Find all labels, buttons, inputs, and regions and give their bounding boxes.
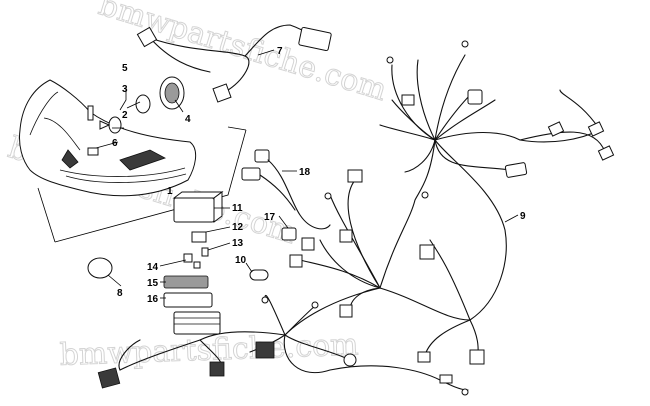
callout-1: 1 xyxy=(167,186,173,197)
headlight-dust-cover xyxy=(159,76,185,110)
fuse-block-cover-15 xyxy=(163,275,209,289)
bulb-socket-5 xyxy=(87,105,94,121)
callout-13: 13 xyxy=(232,238,244,249)
ring-8 xyxy=(87,257,113,279)
headlight-bulb xyxy=(99,116,122,134)
callout-5: 5 xyxy=(122,63,128,74)
relay-11 xyxy=(172,191,224,223)
harness-connectors xyxy=(97,40,615,396)
leader-lines xyxy=(95,49,519,299)
fuse-14 xyxy=(183,253,201,269)
small-harness-18 xyxy=(259,159,331,230)
connector-10 xyxy=(249,269,269,281)
relay-12 xyxy=(191,231,207,243)
callout-15: 15 xyxy=(147,278,159,289)
callout-7: 7 xyxy=(277,46,283,57)
fuse-block-16 xyxy=(163,292,221,335)
headlight-housing xyxy=(19,79,197,197)
side-marker-bulb xyxy=(87,147,99,156)
callouts: 1 2 3 4 5 6 7 8 9 10 11 12 13 14 15 16 1… xyxy=(112,46,526,305)
callout-10: 10 xyxy=(235,255,247,266)
callout-6: 6 xyxy=(112,138,118,149)
fuse-13 xyxy=(201,247,209,257)
callout-3: 3 xyxy=(122,84,128,95)
grommet-17 xyxy=(281,227,297,241)
callout-8: 8 xyxy=(117,288,123,299)
callout-12: 12 xyxy=(232,222,244,233)
bulb-retainer-clip xyxy=(135,94,151,114)
exploded-view-bracket xyxy=(37,126,247,243)
callout-17: 17 xyxy=(264,212,276,223)
callout-11: 11 xyxy=(232,203,243,214)
callout-2: 2 xyxy=(122,110,128,121)
callout-18: 18 xyxy=(299,167,311,178)
watermark-top: bmwpartsfiche.com xyxy=(95,0,391,108)
callout-4: 4 xyxy=(185,114,191,125)
callout-9: 9 xyxy=(520,211,526,222)
callout-14: 14 xyxy=(147,262,159,273)
headlight-harness xyxy=(136,24,332,103)
callout-16: 16 xyxy=(147,294,159,305)
